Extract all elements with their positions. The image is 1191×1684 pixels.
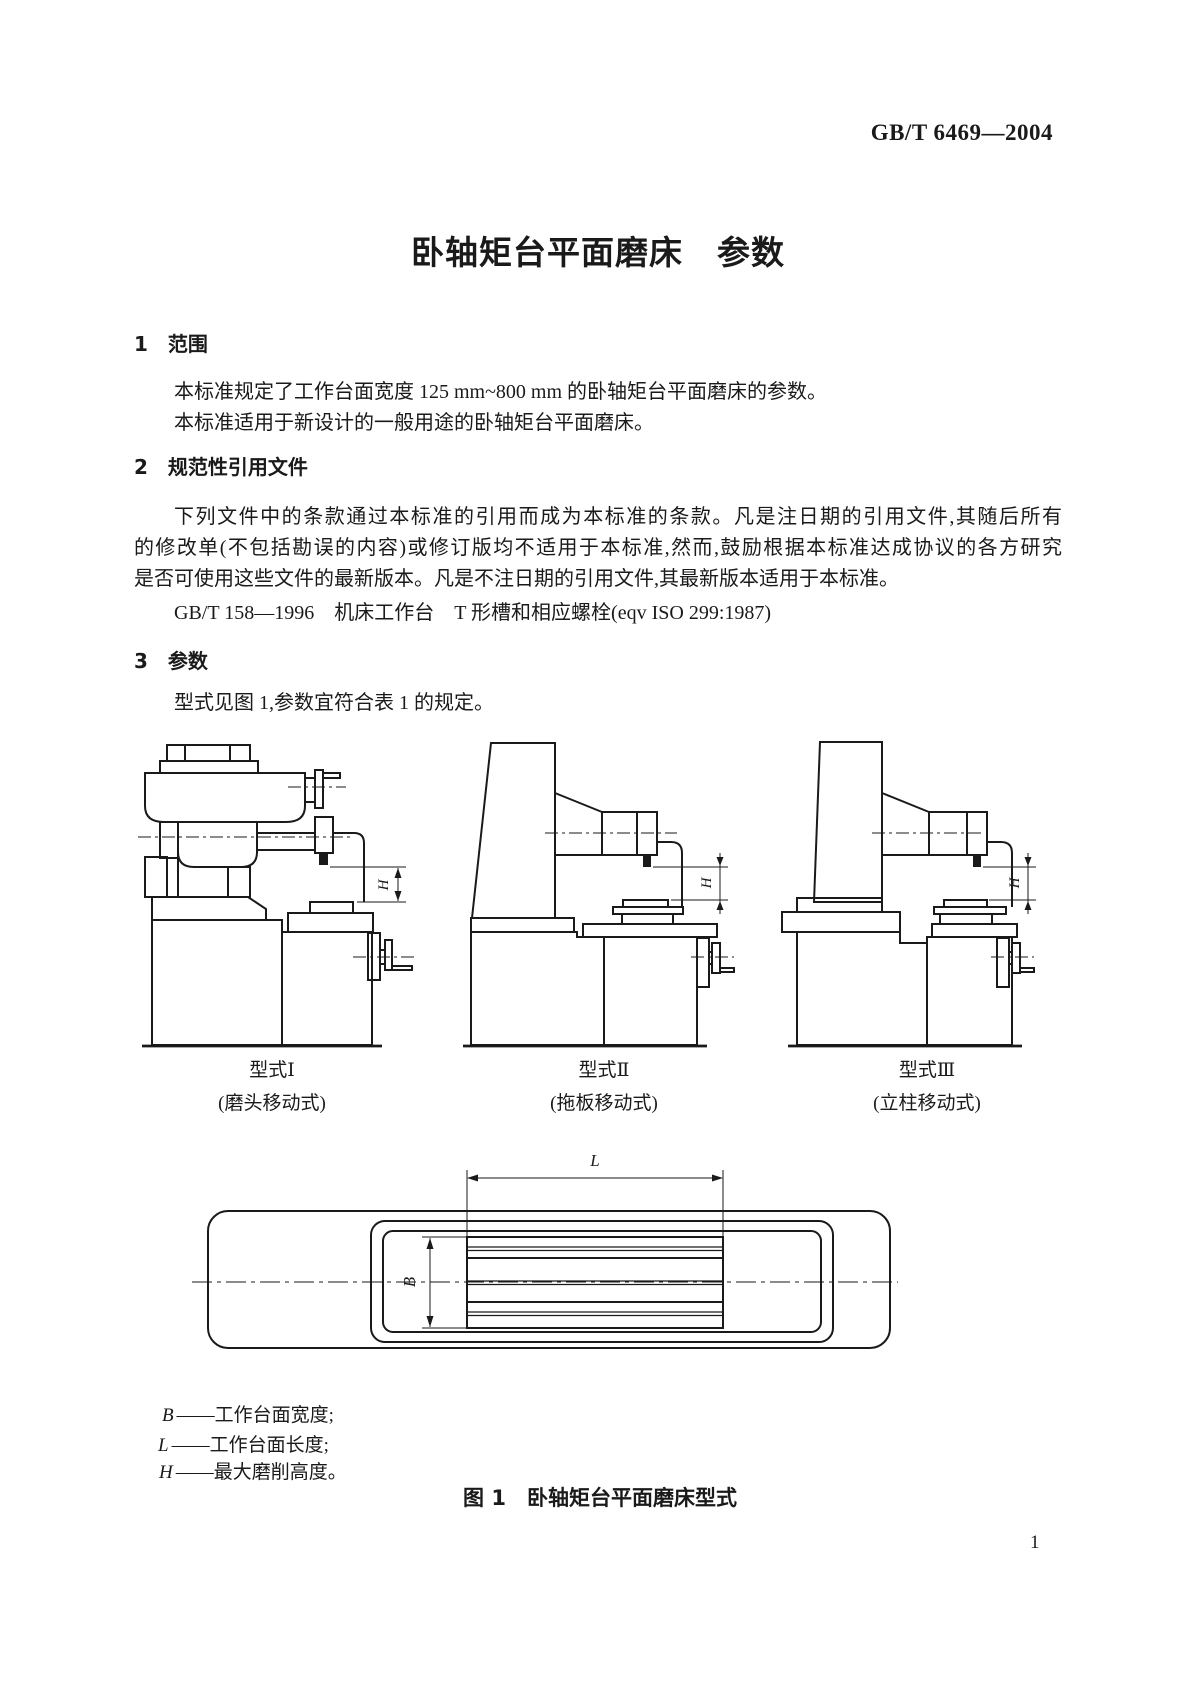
type-1-caption: 型式Ⅰ [249,1060,295,1081]
section-3-number: 3 [134,649,148,673]
section-1-heading: 1 范围 [134,328,208,357]
dimension-label-l: L [589,1151,599,1170]
figure-caption: 图 1 卧轴矩台平面磨床型式 [463,1486,737,1510]
dimension-l [466,1170,724,1237]
machine-type-2-drawing: H [463,742,735,1048]
grinding-wheel [319,853,328,865]
section-1-number: 1 [134,332,148,356]
section-1-title: 范围 [167,332,208,356]
legend-var-l: L [158,1435,169,1456]
paragraph: 本标准适用于新设计的一般用途的卧轴矩台平面磨床。 [174,412,654,434]
document-title: 卧轴矩台平面磨床 参数 [411,233,785,272]
dimension-h [653,853,728,914]
worktable-plan-drawing: L B [192,1151,898,1349]
paragraph: 是否可使用这些文件的最新版本。凡是不注日期的引用文件,其最新版本适用于本标准。 [134,568,899,590]
legend-item-l: L——工作台面长度; [158,1430,329,1457]
section-3-title: 参数 [167,649,208,673]
page-number: 1 [1030,1532,1040,1553]
machine-type-3-drawing: H [781,741,1036,1048]
grinding-wheel [973,855,981,867]
paragraph: 本标准规定了工作台面宽度 125 mm~800 mm 的卧轴矩台平面磨床的参数。 [174,381,828,403]
type-3-caption: 型式Ⅲ [898,1060,956,1081]
legend-var-h: H [159,1462,173,1483]
t-slots [467,1246,723,1317]
dimension-label-b: B [400,1276,419,1287]
legend-item-h: H——最大磨削高度。 [159,1457,347,1484]
type-1-subtitle: (磨头移动式) [218,1093,326,1114]
type-2-caption: 型式Ⅱ [578,1060,630,1081]
section-2-heading: 2 规范性引用文件 [134,451,308,480]
normative-reference: GB/T 158—1996 机床工作台 T 形槽和相应螺栓(eqv ISO 29… [174,602,772,624]
paragraph: 型式见图 1,参数宜符合表 1 的规定。 [174,692,494,714]
type-2-subtitle: (拖板移动式) [550,1093,658,1114]
type-3-subtitle: (立柱移动式) [873,1093,981,1114]
legend-var-b: B [162,1405,174,1426]
section-2-number: 2 [134,455,148,479]
section-2-title: 规范性引用文件 [167,455,308,479]
legend-text-b: ——工作台面宽度; [176,1405,334,1426]
section-3-heading: 3 参数 [134,645,208,674]
dimension-h [330,866,406,903]
paragraph: 下列文件中的条款通过本标准的引用而成为本标准的条款。凡是注日期的引用文件,其随后… [174,506,1062,528]
legend-text-h: ——最大磨削高度。 [175,1462,347,1483]
dimension-label-h: H [376,878,392,891]
grinding-wheel [643,855,651,867]
dimension-b [422,1236,467,1329]
dimension-label-h: H [699,876,715,889]
legend-text-l: ——工作台面长度; [171,1435,329,1456]
legend-item-b: B——工作台面宽度; [162,1400,334,1427]
dimension-label-h: H [1007,876,1023,889]
paragraph: 的修改单(不包括勘误的内容)或修订版均不适用于本标准,然而,鼓励根据本标准达成协… [134,537,1062,559]
machine-type-1-drawing: H [138,744,416,1048]
standard-number: GB/T 6469—2004 [870,120,1053,145]
